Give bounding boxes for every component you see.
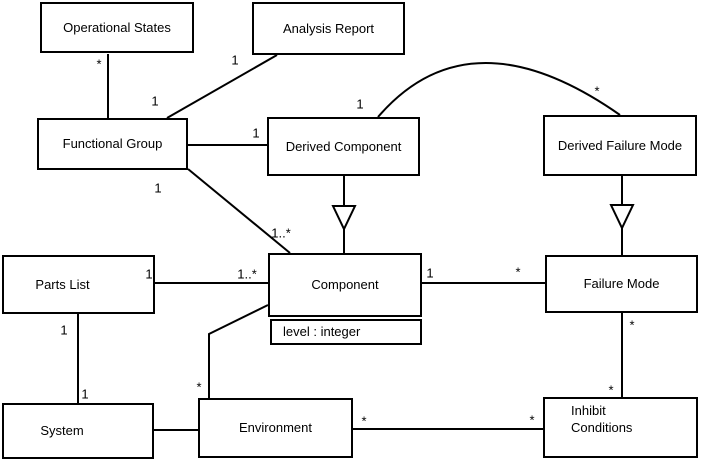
class-system: System bbox=[2, 403, 154, 459]
class-parts-list: Parts List bbox=[2, 255, 155, 314]
multiplicity-label: 1..* bbox=[237, 266, 257, 282]
multiplicity-label: 1..* bbox=[271, 225, 291, 241]
class-analysis-report: Analysis Report bbox=[252, 2, 405, 55]
association-arc-derived-component-derived-failure-mode bbox=[377, 62, 621, 118]
class-derived-failure-mode: Derived Failure Mode bbox=[543, 115, 697, 176]
generalization-triangle-icon bbox=[331, 205, 357, 232]
class-environment: Environment bbox=[198, 398, 353, 458]
multiplicity-label: 1 bbox=[145, 266, 153, 282]
generalization-triangle-icon bbox=[609, 204, 635, 231]
class-component: Component bbox=[268, 253, 422, 317]
multiplicity-label: 1 bbox=[154, 180, 162, 196]
class-failure-mode: Failure Mode bbox=[545, 255, 698, 313]
multiplicity-label: * bbox=[594, 83, 600, 99]
multiplicity-label: 1 bbox=[151, 93, 159, 109]
multiplicity-label: * bbox=[629, 317, 635, 333]
association-component-environment bbox=[208, 304, 269, 398]
multiplicity-label: * bbox=[529, 412, 535, 428]
multiplicity-label: 1 bbox=[252, 125, 260, 141]
class-operational-states: Operational States bbox=[40, 2, 194, 53]
class-inhibit-conditions: Inhibit Conditions bbox=[543, 397, 698, 458]
multiplicity-label: 1 bbox=[426, 265, 434, 281]
multiplicity-label: 1 bbox=[356, 96, 364, 112]
multiplicity-label: 1 bbox=[60, 322, 68, 338]
association-analysis-report-functional-group bbox=[166, 54, 278, 119]
multiplicity-label: * bbox=[608, 382, 614, 398]
multiplicity-label: 1 bbox=[231, 52, 239, 68]
multiplicity-label: * bbox=[361, 413, 367, 429]
component-attribute-compartment: level : integer bbox=[270, 319, 422, 345]
multiplicity-label: * bbox=[196, 379, 202, 395]
multiplicity-label: * bbox=[96, 56, 102, 72]
multiplicity-label: * bbox=[515, 264, 521, 280]
multiplicity-label: 1 bbox=[81, 386, 89, 402]
class-derived-component: Derived Component bbox=[267, 117, 420, 176]
class-functional-group: Functional Group bbox=[37, 118, 188, 170]
